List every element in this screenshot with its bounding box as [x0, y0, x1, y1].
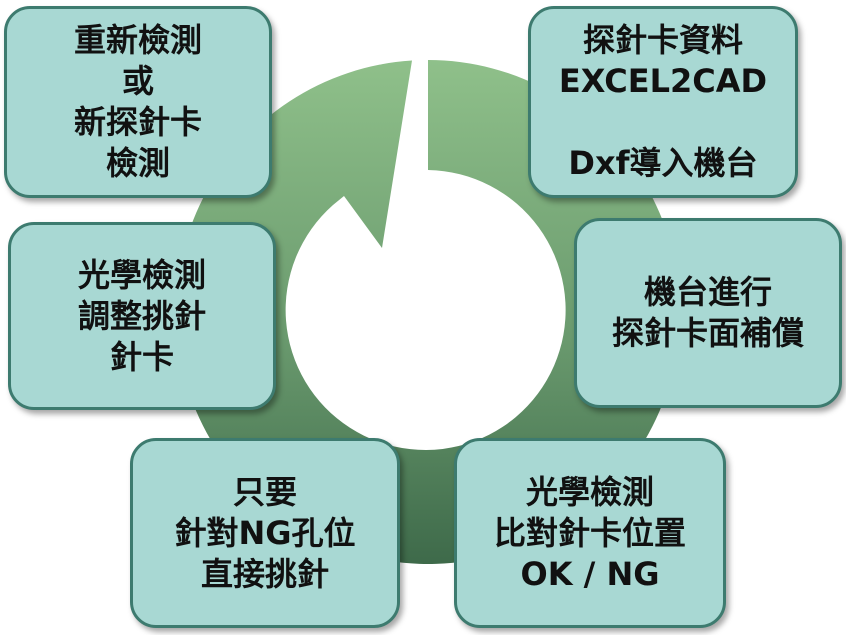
step-text-line: 探針卡面補償 [611, 314, 804, 352]
step-text-line: 或 [121, 62, 154, 100]
step-text-line: 檢測 [105, 144, 170, 182]
step-text-line: 調整挑針 [77, 296, 206, 335]
step-text-line: 探針卡資料 [582, 21, 743, 59]
step-text-line: 光學檢測 [525, 472, 654, 511]
step-text-line: 新探針卡 [73, 103, 202, 141]
step-optical-inspection-adjust-needles: 光學檢測 調整挑針 針卡 [8, 222, 276, 410]
step-text-line: EXCEL2CAD [558, 62, 768, 100]
step-probe-card-data-import: 探針卡資料 EXCEL2CAD Dxf導入機台 [528, 6, 798, 198]
step-text-line: 機台進行 [643, 273, 772, 311]
step-text-line: 光學檢測 [77, 255, 206, 294]
step-text-line: 針對NG孔位 [174, 513, 356, 552]
step-text-line: 直接挑針 [200, 554, 329, 593]
step-optical-compare-ok-ng: 光學檢測 比對針卡位置 OK / NG [454, 438, 726, 628]
step-text-line: Dxf導入機台 [568, 144, 758, 182]
step-text-line: OK / NG [520, 554, 660, 593]
step-text-line: 比對針卡位置 [493, 513, 686, 552]
step-fix-ng-positions: 只要 針對NG孔位 直接挑針 [130, 438, 400, 628]
step-text-line: 只要 [232, 472, 297, 511]
step-text-line: 重新檢測 [73, 21, 202, 59]
step-machine-probe-card-compensation: 機台進行 探針卡面補償 [574, 218, 842, 408]
step-text-line: 針卡 [109, 337, 174, 376]
step-recheck-or-new-probe-card: 重新檢測 或 新探針卡 檢測 [4, 6, 272, 198]
